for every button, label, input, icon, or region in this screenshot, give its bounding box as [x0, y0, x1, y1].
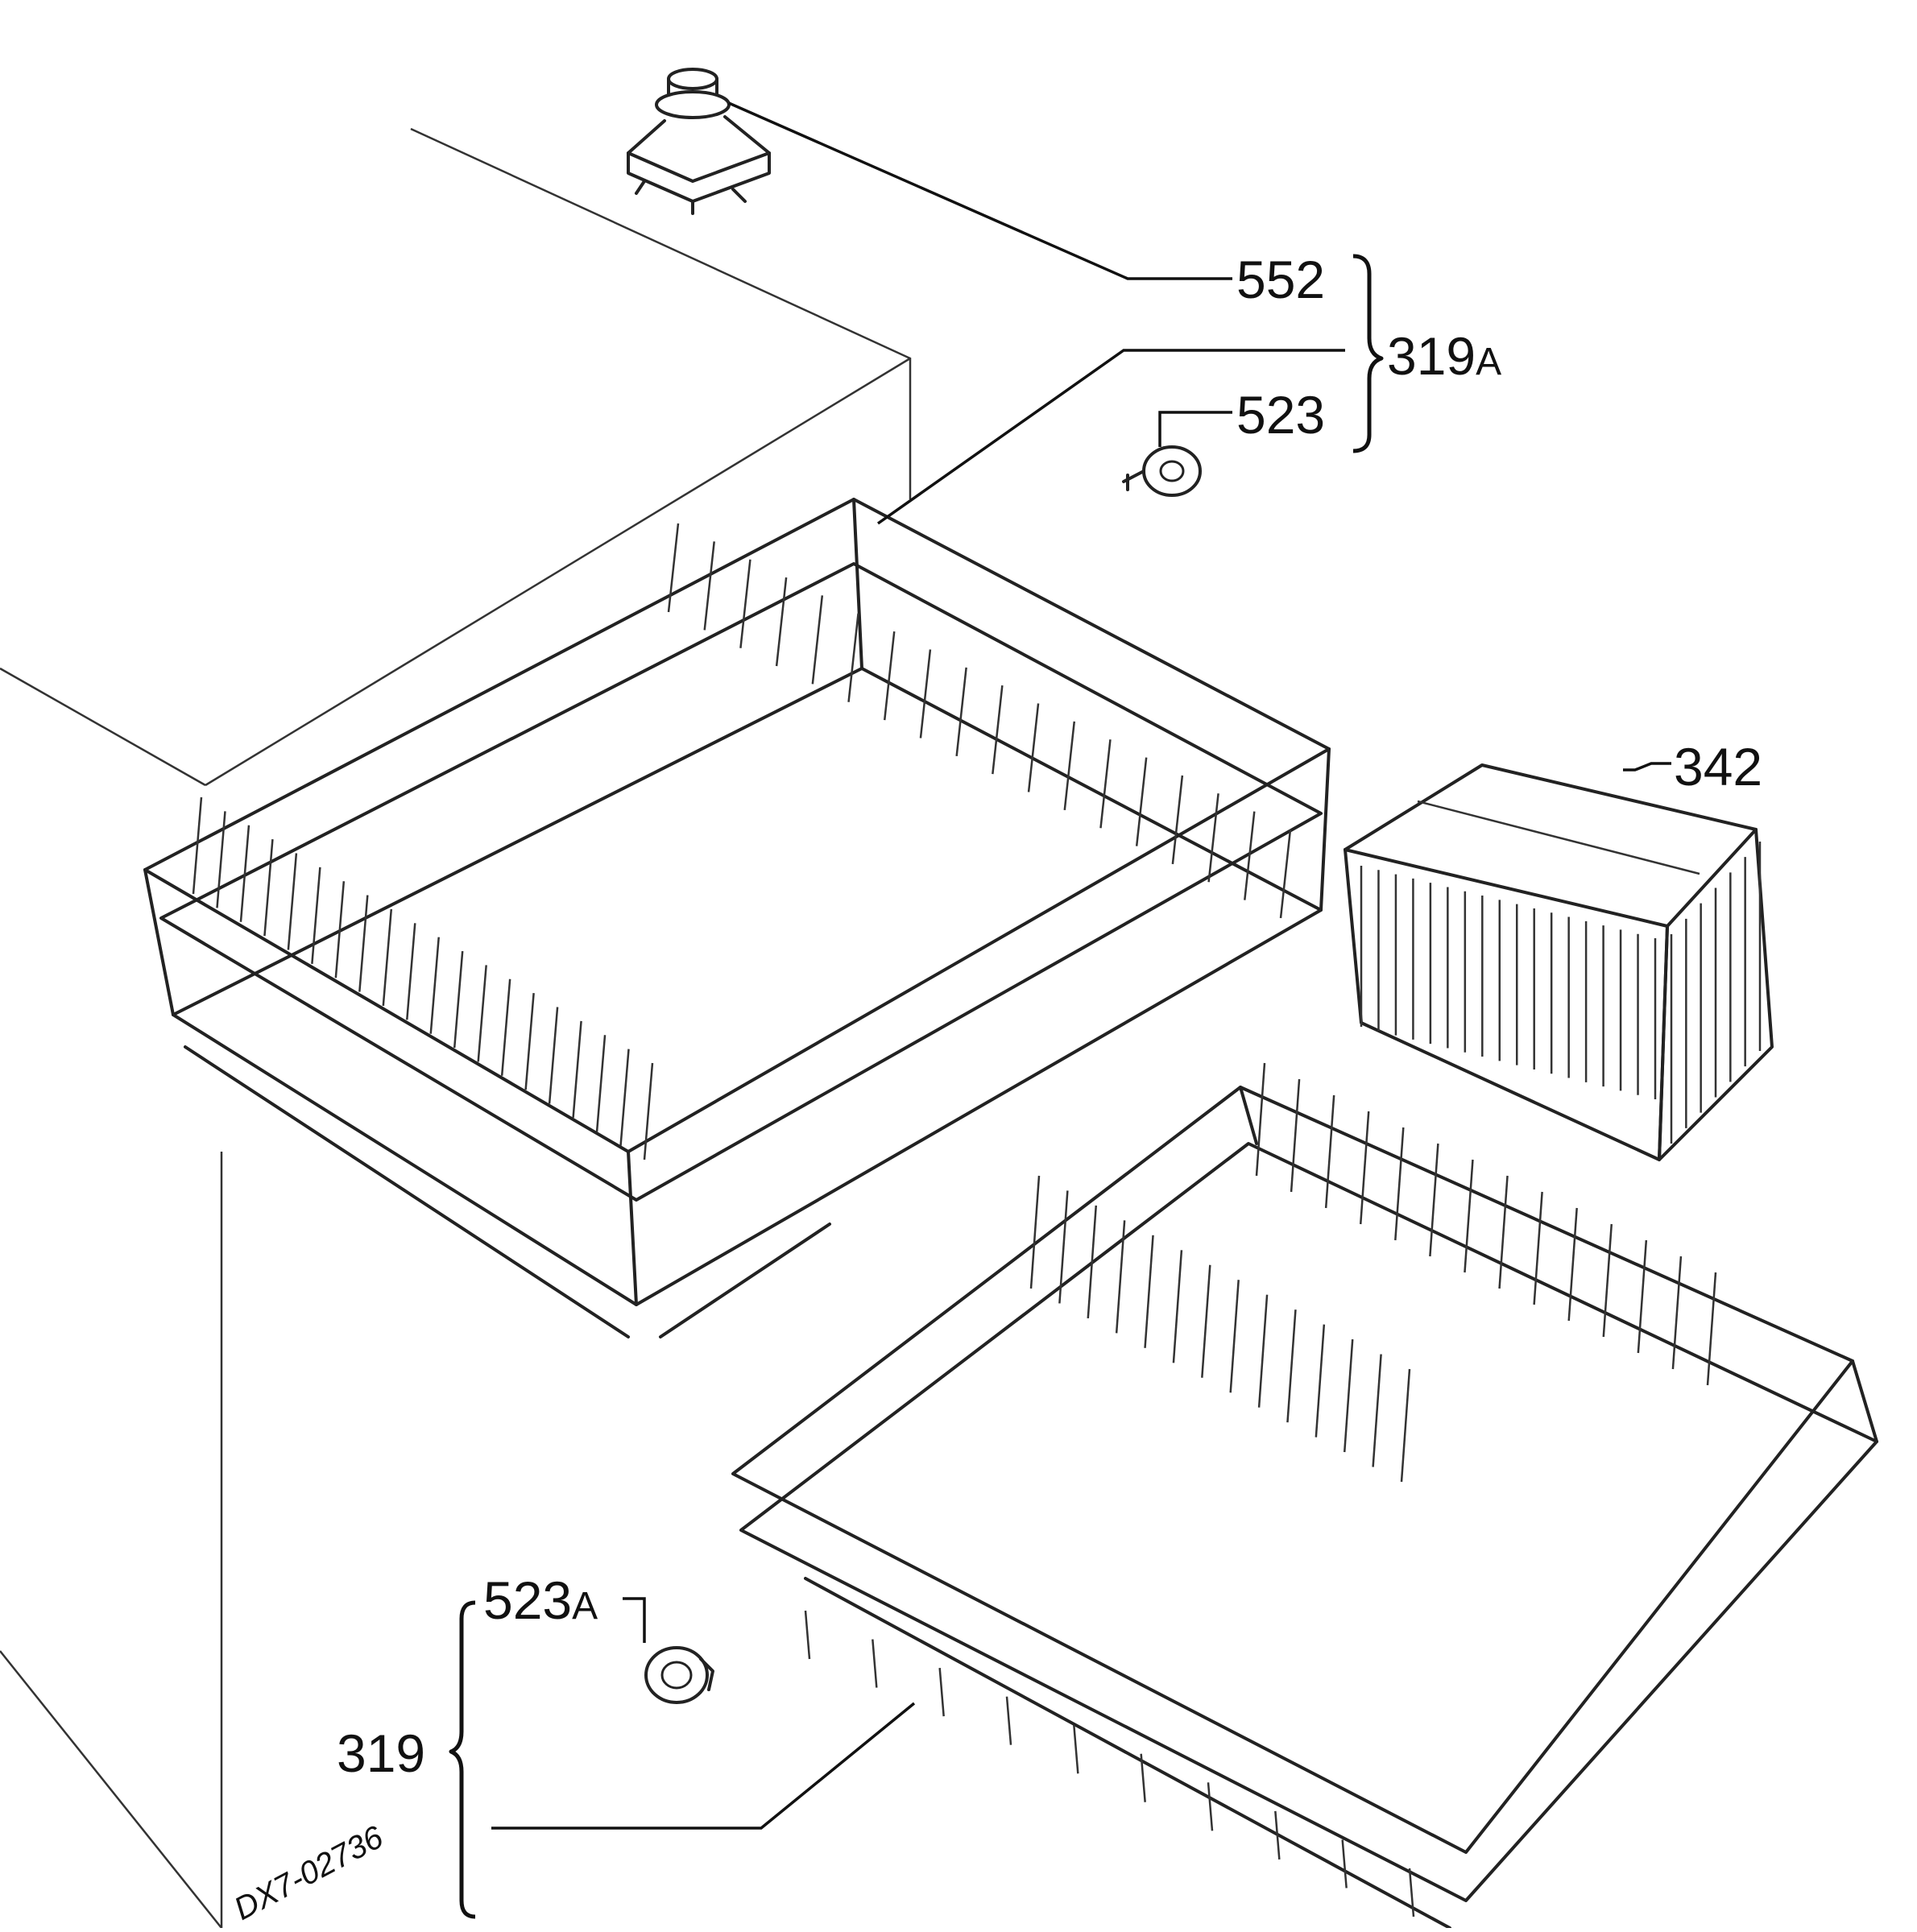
- part-552-rail-stop: [627, 68, 771, 215]
- label-523A-suffix: A: [572, 1585, 598, 1628]
- label-319A: 319A: [1387, 326, 1501, 386]
- lower-basket-tines: [804, 1062, 1717, 1918]
- label-319: 319: [337, 1723, 425, 1783]
- cutlery-basket-grid: [1360, 842, 1762, 1144]
- brace-319A: [1352, 254, 1384, 453]
- upper-basket-tines: [192, 523, 1292, 1160]
- label-319A-number: 319: [1387, 326, 1476, 386]
- leader-lines: [491, 101, 1671, 1830]
- upper-basket: [143, 498, 1331, 1338]
- lower-basket: [731, 1062, 1878, 1930]
- drawing-number: DX7-02736: [229, 1819, 390, 1927]
- cutlery-basket: [1344, 763, 1774, 1161]
- label-523A-number: 523: [483, 1570, 572, 1630]
- part-523-wheel: [1122, 445, 1202, 497]
- brace-319: [449, 1600, 476, 1919]
- label-342: 342: [1674, 737, 1762, 796]
- label-523A: 523A: [483, 1570, 598, 1630]
- label-552: 552: [1236, 250, 1325, 309]
- cabinet-outline: [0, 127, 912, 1929]
- label-523: 523: [1236, 385, 1325, 445]
- part-523A-wheel: [644, 1646, 714, 1704]
- label-319A-suffix: A: [1476, 341, 1501, 383]
